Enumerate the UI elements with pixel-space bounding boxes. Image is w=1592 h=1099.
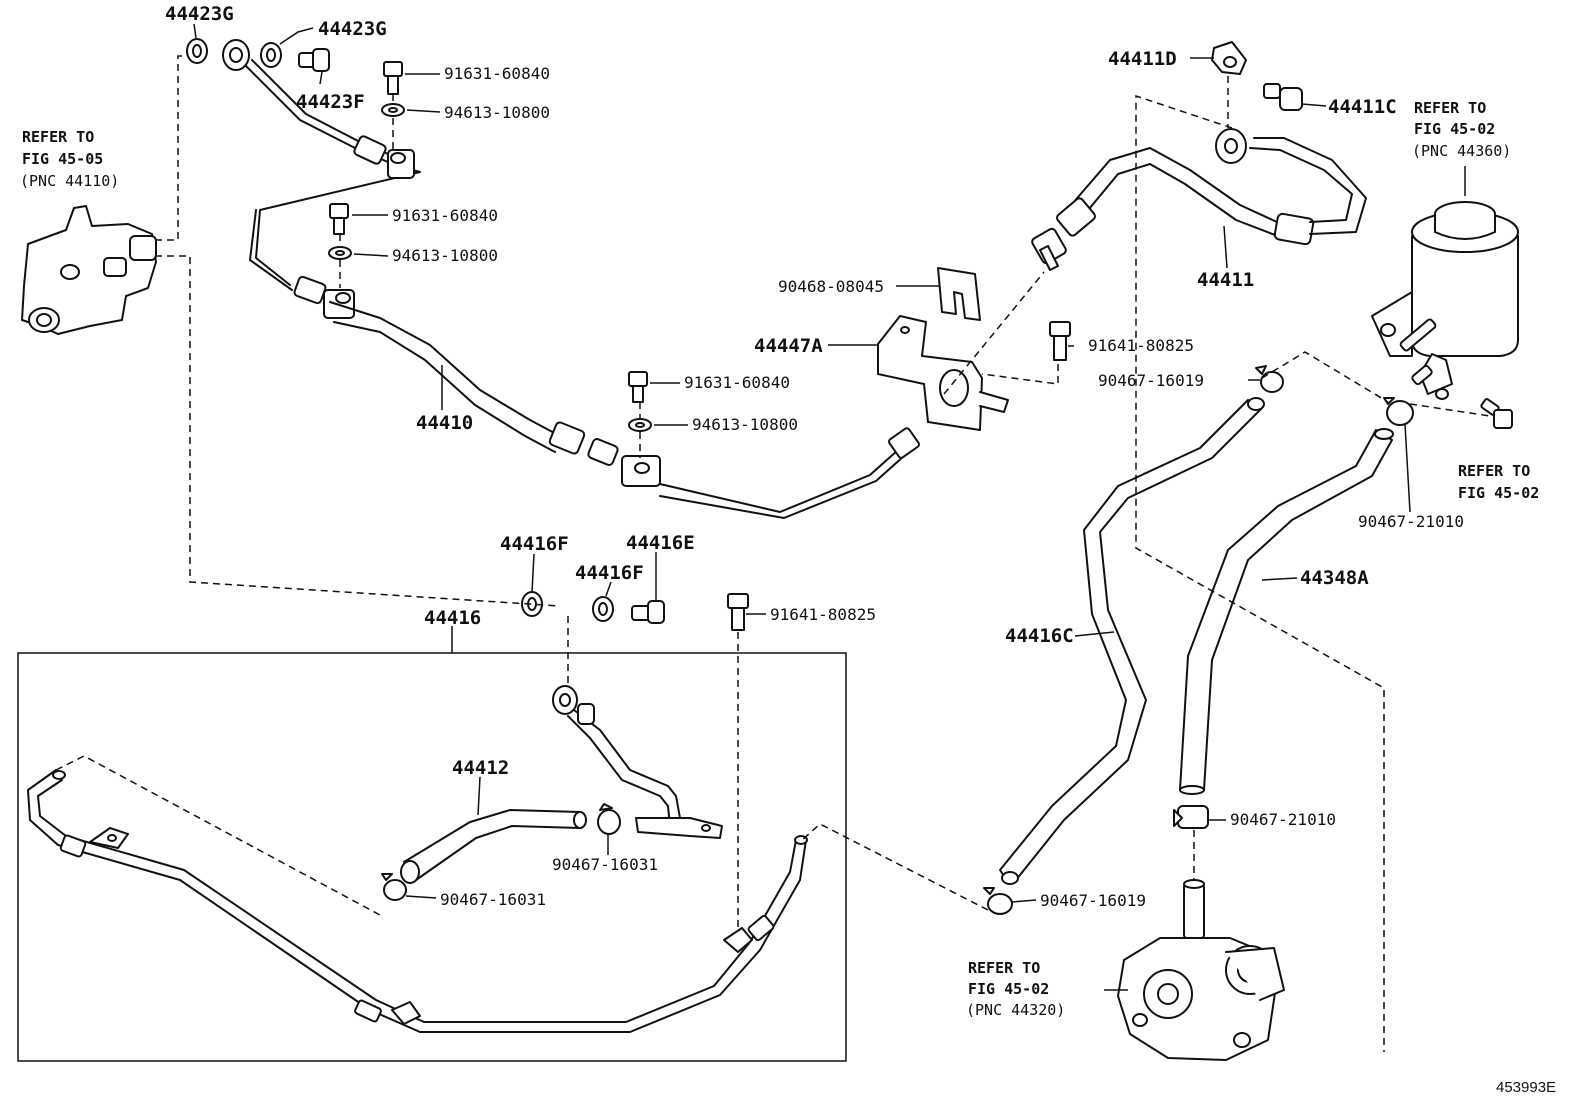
label-44423g-b: 44423G [318,18,387,40]
return-hose-44416c [999,397,1265,885]
svg-text:REFER TO: REFER TO [968,959,1040,977]
label-44423g-a: 44423G [165,3,234,25]
svg-text:FIG 45-02: FIG 45-02 [1414,120,1495,138]
label-44416f-b: 44416F [575,562,644,584]
figure-id: 453993E [1496,1079,1556,1096]
label-90467-16019-a: 90467-16019 [1098,371,1204,390]
oil-reservoir [1371,201,1519,400]
fastener-labels: 91631-60840 94613-10800 91631-60840 9461… [392,64,1464,910]
label-44411: 44411 [1197,269,1254,291]
svg-text:FIG 45-05: FIG 45-05 [22,150,103,168]
label-94613-10800-a: 94613-10800 [444,103,550,122]
ref-bracket: REFER TO FIG 45-02 [1458,462,1539,502]
power-steering-pump [1117,879,1285,1061]
gasket-44411d [1211,41,1247,75]
bolt-91631-60840-b [329,203,349,235]
label-91641-80825-b: 91641-80825 [770,605,876,624]
label-44416f-a: 44416F [500,533,569,555]
leader-lines [193,23,1466,991]
assembly-box-44416 [17,652,847,1062]
label-91631-60840-a: 91631-60840 [444,64,550,83]
bolt-91631-60840-c [628,371,648,403]
svg-text:(PNC 44110): (PNC 44110) [20,172,119,190]
reference-labels: REFER TO FIG 45-05 (PNC 44110) REFER TO … [20,99,1539,1019]
label-90467-21010-a: 90467-21010 [1358,512,1464,531]
hose-44412 [400,809,587,884]
label-44416e: 44416E [626,532,695,554]
bracket-bolt [1480,398,1513,429]
svg-text:(PNC 44360): (PNC 44360) [1412,142,1511,160]
washer-94613-10800-a [381,103,405,117]
label-90468-08045: 90468-08045 [778,277,884,296]
washer-94613-10800-b [328,246,352,260]
label-91631-60840-b: 91631-60840 [392,206,498,225]
washer-94613-10800-c [628,418,652,432]
bolt-91641-80825-b [727,593,749,631]
clip-90468-08045 [937,267,981,321]
clamp-90467-16019-a [1255,365,1284,393]
clamp-90467-16019-b [983,887,1013,915]
label-91631-60840-c: 91631-60840 [684,373,790,392]
label-44447a: 44447A [754,335,823,357]
svg-text:(PNC 44320): (PNC 44320) [966,1001,1065,1019]
ref-reservoir: REFER TO FIG 45-02 (PNC 44360) [1412,99,1511,160]
ref-pump: REFER TO FIG 45-02 (PNC 44320) [966,959,1065,1019]
gasket-44423g-b [260,42,282,68]
label-44348a: 44348A [1300,567,1369,589]
label-44416c: 44416C [1005,625,1074,647]
label-44410: 44410 [416,412,473,434]
label-90467-16019-b: 90467-16019 [1040,891,1146,910]
union-bolt-44411c [1263,83,1303,111]
label-44423f: 44423F [296,91,365,113]
label-94613-10800-b: 94613-10800 [392,246,498,265]
pressure-tube-44410 [222,39,920,519]
clamp-90467-21010-a [1383,397,1414,426]
part-labels: 44423G 44423G 44423F 44410 44411 44411C … [165,3,1397,779]
pressure-hose-44411 [1031,128,1367,271]
label-90467-21010-b: 90467-21010 [1230,810,1336,829]
svg-text:REFER TO: REFER TO [22,128,94,146]
ref-gear: REFER TO FIG 45-05 (PNC 44110) [20,128,119,190]
steering-gear-housing [21,205,157,335]
clamp-90467-16031-b [381,873,407,901]
svg-text:FIG 45-02: FIG 45-02 [968,980,1049,998]
bolt-91631-60840-a [383,61,403,95]
svg-text:FIG 45-02: FIG 45-02 [1458,484,1539,502]
label-44411d: 44411D [1108,48,1177,70]
svg-text:REFER TO: REFER TO [1458,462,1530,480]
gasket-44416f-b [592,596,614,622]
label-94613-10800-c: 94613-10800 [692,415,798,434]
label-44412: 44412 [452,757,509,779]
suction-hose-44348a [1179,428,1394,795]
union-bolt-44416e [631,600,665,624]
label-91641-80825-a: 91641-80825 [1088,336,1194,355]
label-90467-16031-a: 90467-16031 [552,855,658,874]
svg-text:REFER TO: REFER TO [1414,99,1486,117]
return-tube-44416 [27,685,808,1033]
bolt-91641-80825-a [1049,321,1071,361]
clamp-90467-21010-b [1173,805,1209,829]
gasket-44423g-a [186,38,208,64]
label-90467-16031-b: 90467-16031 [440,890,546,909]
union-bolt-44423f [298,48,330,72]
clamp-90467-16031-a [597,803,621,835]
label-44411c: 44411C [1328,96,1397,118]
bracket-44447a [877,315,1009,431]
label-44416: 44416 [424,607,481,629]
dashed-connection-lines [55,55,1491,1052]
